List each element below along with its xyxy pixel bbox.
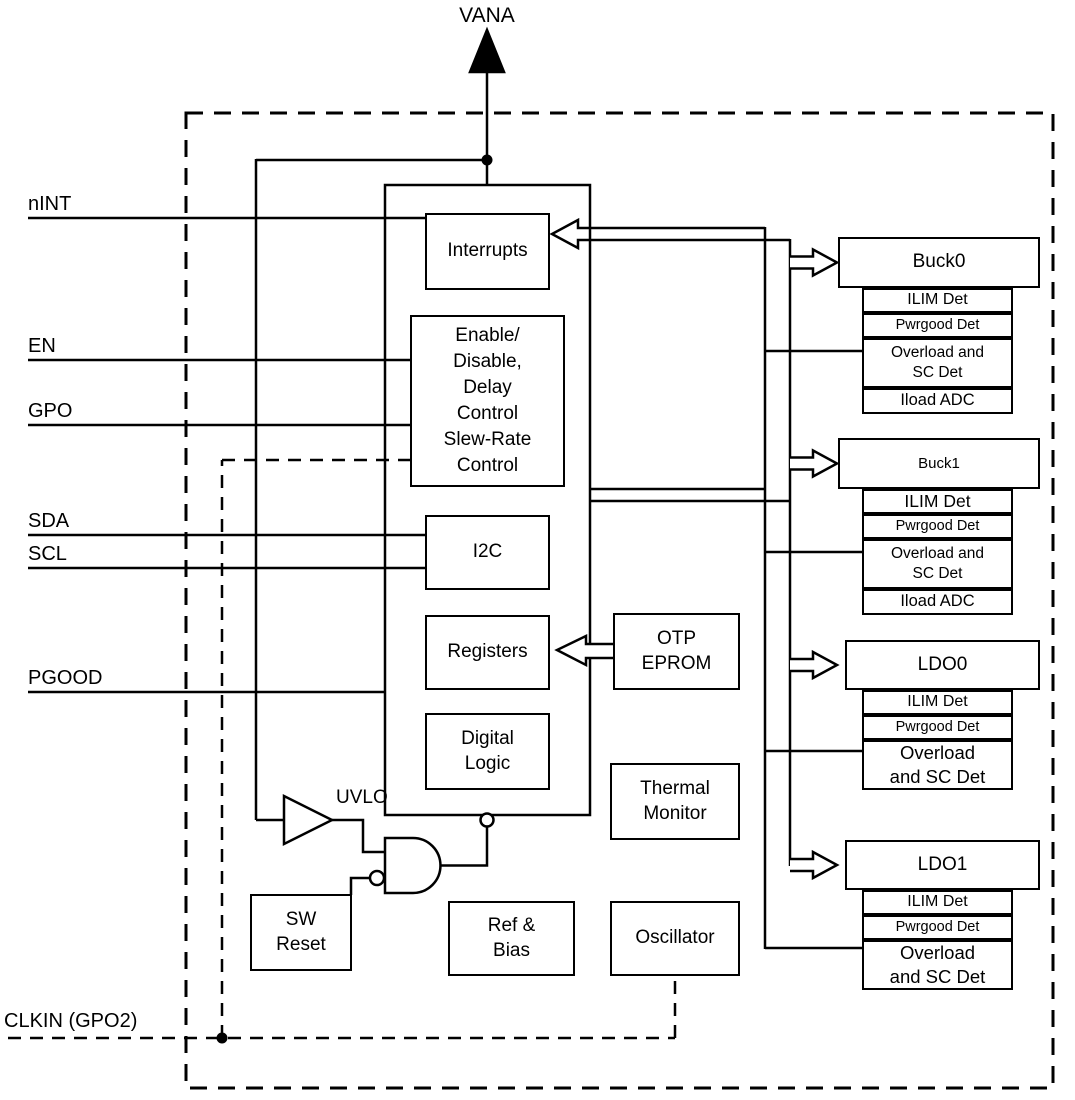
scl-pin-label: SCL [28, 543, 67, 565]
uvlo-buffer [282, 793, 335, 847]
junction-dot [481, 154, 493, 166]
thermal-monitor-block: Thermal Monitor [610, 763, 740, 840]
thermal-line-1: Thermal [640, 777, 710, 799]
digital-logic-line-2: Logic [464, 752, 511, 774]
ldo0-ilim-det: ILIM Det [862, 690, 1013, 715]
ldo0-input-arrow [790, 649, 840, 681]
otp-line-2: EPROM [641, 652, 712, 674]
enable-line-3: Delay [463, 377, 512, 398]
ldo0-pwrgood-det: Pwrgood Det [862, 715, 1013, 740]
otp-eprom-block: OTP EPROM [613, 613, 740, 690]
sw-reset-line-1: SW [285, 908, 317, 930]
ref-bias-block: Ref & Bias [448, 901, 575, 976]
ldo0-overload-line-2: and SC Det [889, 766, 986, 787]
gpo-pin-label: GPO [28, 400, 73, 422]
buck1-overload-sc-det: Overload and SC Det [862, 539, 1013, 589]
chip-boundary [184, 111, 1055, 1090]
buck1-block: Buck1 [838, 438, 1040, 489]
ldo1-ilim-det: ILIM Det [862, 890, 1013, 915]
interrupts-block: Interrupts [425, 213, 550, 290]
interrupt-feedback-arrow [549, 217, 790, 251]
otp-line-1: OTP [656, 627, 697, 649]
uvlo-supply-wire [254, 159, 284, 822]
buck0-overload-line-1: Overload and [890, 343, 985, 361]
ldo0-overload-sc-det: Overload and SC Det [862, 740, 1013, 790]
ldo1-block: LDO1 [845, 840, 1040, 890]
uvlo-output-wire [332, 818, 384, 854]
thermal-line-2: Monitor [643, 802, 707, 824]
digital-logic-line-1: Digital [461, 727, 514, 749]
enable-line-1: Enable/ [455, 325, 520, 346]
enable-line-2: Disable, [453, 351, 522, 372]
vana-pin-label: VANA [459, 4, 515, 27]
ldo1-overload-line-2: and SC Det [889, 966, 986, 987]
ldo1-overload-line-1: Overload [899, 941, 976, 963]
vana-arrowhead [468, 26, 506, 74]
digital-logic-block: Digital Logic [425, 713, 550, 790]
buck0-input-arrow [790, 247, 840, 278]
clkin-junction-dot [216, 1032, 228, 1044]
enable-control-block: Enable/ Disable, Delay Control Slew-Rate… [410, 315, 565, 487]
pgood-pin-label: PGOOD [28, 667, 103, 689]
buck1-ilim-det: ILIM Det [862, 489, 1013, 514]
buck0-overload-line-2: SC Det [912, 364, 963, 381]
ldo0-block: LDO0 [845, 640, 1040, 690]
nint-pin-label: nINT [28, 193, 72, 215]
sw-reset-block: SW Reset [250, 894, 352, 971]
and-gate [383, 836, 442, 895]
core-input-bubble [479, 812, 495, 828]
ldo1-overload-sc-det: Overload and SC Det [862, 940, 1013, 990]
en-pin-label: EN [28, 335, 56, 357]
buck1-overload-line-1: Overload and [890, 544, 985, 562]
buck0-block: Buck0 [838, 237, 1040, 288]
detector-status-wires [765, 349, 862, 950]
enable-line-5: Slew-Rate [443, 429, 532, 450]
enable-line-6: Control [456, 455, 519, 476]
ldo1-input-arrow [790, 849, 840, 881]
i2c-block: I2C [425, 515, 550, 590]
buck1-iload-adc: Iload ADC [862, 589, 1013, 615]
enable-line-4: Control [456, 403, 519, 424]
buck0-ilim-det: ILIM Det [862, 288, 1013, 313]
gate-output-wire [441, 827, 489, 867]
buck1-input-arrow [790, 448, 840, 479]
sw-reset-line-2: Reset [276, 933, 326, 955]
gate-input-bubble [368, 869, 386, 887]
sda-pin-label: SDA [28, 510, 70, 532]
ref-bias-line-2: Bias [493, 939, 530, 961]
otp-to-registers-arrow [554, 634, 614, 668]
buck0-overload-sc-det: Overload and SC Det [862, 338, 1013, 388]
core-to-bus-wires [590, 487, 790, 503]
ldo1-pwrgood-det: Pwrgood Det [862, 915, 1013, 940]
buck0-pwrgood-det: Pwrgood Det [862, 313, 1013, 338]
registers-block: Registers [425, 615, 550, 690]
ref-bias-line-1: Ref & [487, 914, 536, 936]
buck1-pwrgood-det: Pwrgood Det [862, 514, 1013, 539]
sw-reset-wire [349, 876, 369, 895]
buck0-iload-adc: Iload ADC [862, 388, 1013, 414]
oscillator-block: Oscillator [610, 901, 740, 976]
ldo0-overload-line-1: Overload [899, 741, 976, 763]
buck1-overload-line-2: SC Det [912, 565, 963, 582]
clkin-pin-label: CLKIN (GPO2) [4, 1010, 138, 1032]
clkin-to-enable-wire [220, 458, 410, 1038]
uvlo-label: UVLO [336, 787, 388, 808]
